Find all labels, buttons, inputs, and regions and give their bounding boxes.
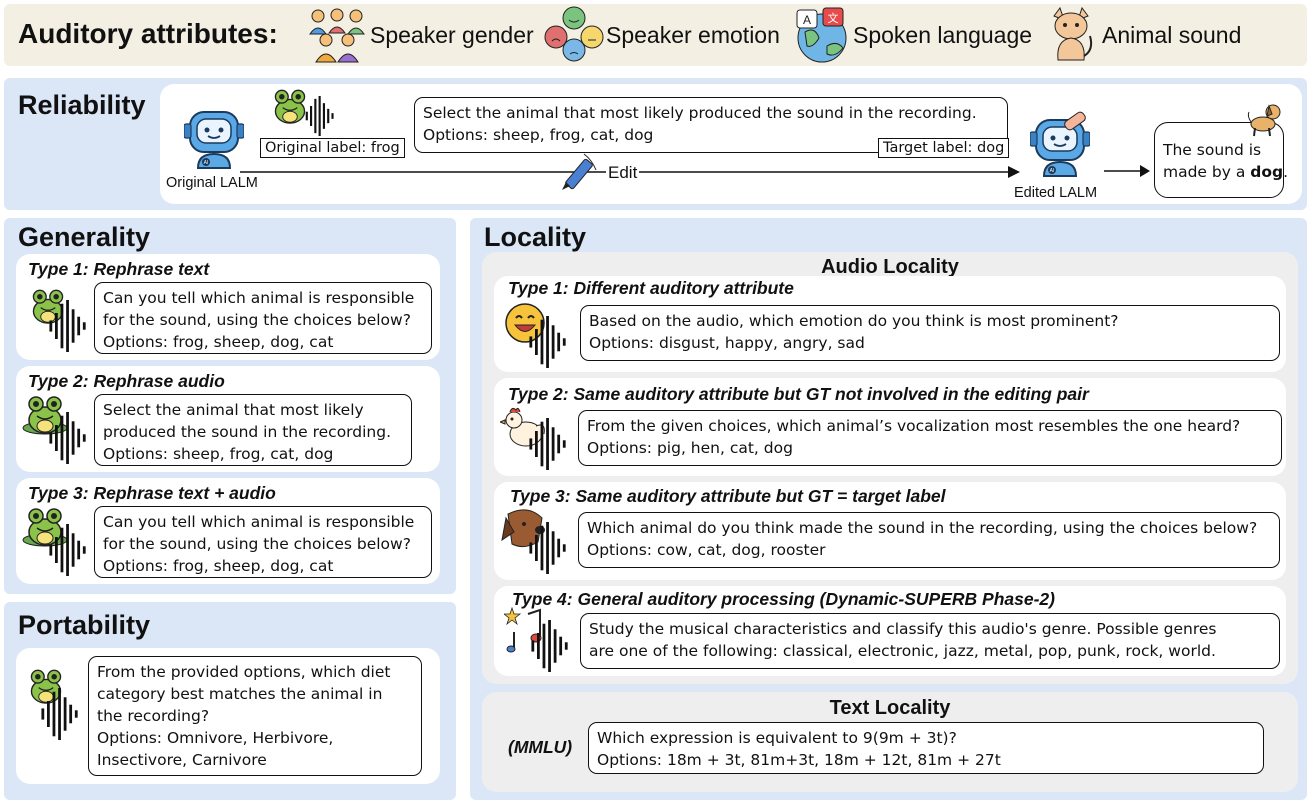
happy-face-icon: [505, 303, 545, 343]
original-lalm-label: Original LALM: [166, 175, 258, 191]
locality-2-line2: Options: pig, hen, cat, dog: [587, 439, 793, 457]
bandage-icon: [1064, 111, 1086, 131]
generality-3-line2: for the sound, using the choices below?: [103, 535, 411, 553]
reliability-title: Reliability: [18, 90, 146, 120]
reliability-question-line2: Options: sheep, frog, cat, dog: [423, 126, 654, 144]
waveform-icon: [49, 524, 86, 576]
original-robot-icon: [184, 111, 244, 169]
waveform-icon: [41, 688, 78, 740]
portability-line2: category best matches the animal in: [97, 685, 383, 703]
cat-icon: [1053, 6, 1093, 61]
dog-head-icon: [501, 509, 545, 548]
portability-question: From the provided options, which diet ca…: [88, 656, 422, 776]
portability-title: Portability: [18, 610, 151, 640]
answer-line2: made by a dog.: [1163, 161, 1288, 183]
text-locality-line2: Options: 18m + 3t, 81m+3t, 18m + 12t, 81…: [597, 751, 1001, 769]
target-label-box: Target label: dog: [878, 138, 1010, 158]
locality-type-4-label: Type 4: General auditory processing (Dyn…: [512, 589, 1055, 609]
hen-icon: [500, 407, 545, 447]
generality-1-line3: Options: frog, sheep, dog, cat: [103, 333, 334, 351]
people-icon: [309, 8, 365, 63]
portability-line1: From the provided options, which diet: [97, 663, 391, 681]
locality-type-3-label: Type 3: Same auditory attribute but GT =…: [510, 486, 946, 506]
locality-1-line2: Options: disgust, happy, angry, sad: [589, 334, 865, 352]
generality-1-line1: Can you tell which animal is responsible: [103, 289, 415, 307]
portability-line5: Insectivore, Carnivore: [97, 751, 267, 769]
edit-label: Edit: [606, 163, 640, 183]
attr-speaker-emotion: Speaker emotion: [606, 22, 780, 48]
text-locality-title: Text Locality: [829, 697, 951, 719]
pen-edit-icon: [562, 153, 597, 190]
locality-type-2-label: Type 2: Same auditory attribute but GT n…: [508, 384, 1089, 404]
portability-line3: the recording?: [97, 707, 210, 725]
locality-question-4: Study the musical characteristics and cl…: [580, 613, 1280, 669]
answer-line1: The sound is: [1163, 141, 1262, 159]
portability-line4: Options: Omnivore, Herbivore,: [97, 729, 334, 747]
locality-4-line1: Study the musical characteristics and cl…: [589, 620, 1217, 638]
locality-3-line2: Options: cow, cat, dog, rooster: [587, 541, 826, 559]
generality-type-2-label: Type 2: Rephrase audio: [28, 371, 225, 391]
generality-type-3-label: Type 3: Rephrase text + audio: [28, 483, 276, 503]
generality-3-line1: Can you tell which animal is responsible: [103, 513, 415, 531]
answer-bubble: The sound is made by a dog.: [1154, 122, 1288, 198]
reliability-question-line1: Select the animal that most likely produ…: [423, 104, 977, 122]
locality-3-line1: Which animal do you think made the sound…: [587, 519, 1258, 537]
waveform-icon: [305, 96, 334, 136]
answer-arrow: [1104, 165, 1150, 177]
generality-2-line3: Options: sheep, frog, cat, dog: [103, 445, 334, 463]
generality-question-2: Select the animal that most likely produ…: [94, 394, 412, 466]
generality-2-line1: Select the animal that most likely: [103, 401, 364, 419]
waveform-icon: [49, 412, 86, 464]
locality-title: Locality: [484, 222, 587, 252]
locality-2-line1: From the given choices, which animal’s v…: [587, 417, 1241, 435]
attributes-title: Auditory attributes:: [18, 18, 278, 49]
emotion-faces-icon: [544, 6, 604, 62]
text-locality-question: Which expression is equivalent to 9(9m +…: [588, 722, 1264, 774]
answer-mid: made by a: [1163, 163, 1251, 181]
waveform-icon: [529, 522, 566, 574]
locality-4-line2: are one of the following: classical, ele…: [589, 642, 1216, 660]
text-locality-line1: Which expression is equivalent to 9(9m +…: [597, 729, 957, 747]
locality-question-2: From the given choices, which animal’s v…: [578, 410, 1282, 466]
locality-question-3: Which animal do you think made the sound…: [578, 512, 1280, 568]
answer-end: .: [1283, 163, 1289, 181]
original-label-box: Original label: frog: [260, 138, 405, 158]
waveform-icon: [529, 316, 566, 368]
locality-1-line1: Based on the audio, which emotion do you…: [589, 312, 1119, 330]
audio-locality-title: Audio Locality: [821, 256, 959, 278]
generality-question-1: Can you tell which animal is responsible…: [94, 282, 432, 354]
locality-question-1: Based on the audio, which emotion do you…: [580, 305, 1280, 361]
mmlu-label: (MMLU): [508, 737, 573, 757]
language-globe-icon: A 文: [796, 7, 847, 63]
svg-text:A: A: [803, 13, 811, 27]
attr-animal-sound: Animal sound: [1102, 22, 1242, 48]
attr-speaker-gender: Speaker gender: [370, 22, 534, 48]
generality-2-line2: produced the sound in the recording.: [103, 423, 392, 441]
generality-3-line3: Options: frog, sheep, dog, cat: [103, 557, 334, 575]
attributes-bar: [4, 4, 1307, 66]
waveform-icon: [531, 620, 568, 672]
generality-1-line2: for the sound, using the choices below?: [103, 311, 411, 329]
dog-icon: [1247, 104, 1281, 137]
locality-type-1-label: Type 1: Different auditory attribute: [508, 278, 794, 298]
attr-spoken-language: Spoken language: [853, 22, 1033, 48]
generality-type-1-label: Type 1: Rephrase text: [28, 259, 210, 279]
waveform-icon: [529, 418, 566, 470]
generality-question-3: Can you tell which animal is responsible…: [94, 506, 432, 578]
generality-title: Generality: [18, 222, 151, 252]
waveform-icon: [49, 300, 86, 352]
answer-dog: dog: [1250, 163, 1284, 181]
svg-text:文: 文: [828, 11, 839, 25]
edited-lalm-label: Edited LALM: [1014, 185, 1098, 201]
